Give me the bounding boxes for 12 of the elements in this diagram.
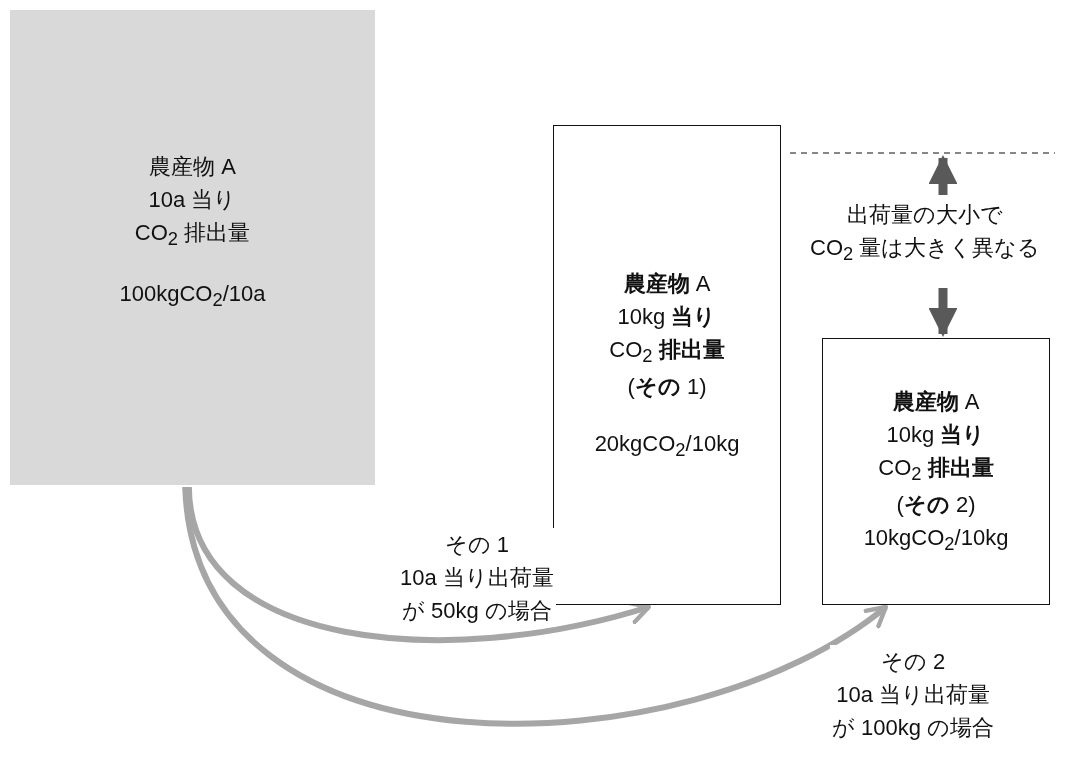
curved-arrow bbox=[182, 486, 889, 727]
process-box bbox=[822, 338, 1050, 605]
value-text: 100kgCO$_{2}$/10a bbox=[119, 279, 266, 313]
curved-arrow bbox=[185, 486, 651, 644]
edge-label: その 1 10a 当り出荷量が 50kg の場合 bbox=[398, 528, 556, 627]
process-box bbox=[10, 10, 375, 485]
node-title: 農産物 A 10kg 当り CO$_{2}$ 排出量 (その 1) bbox=[609, 269, 725, 401]
value-text: 20kgCO$_{2}$/10kg bbox=[594, 429, 740, 462]
process-box bbox=[553, 125, 781, 605]
node-title: 農産物 A 10a 当り CO$_{2}$ 排出量 bbox=[134, 153, 251, 252]
node-title: 農産物 A 10kg 当り CO$_{2}$ 排出量 (その 2) bbox=[878, 388, 994, 519]
value-text: 10kgCO$_{2}$/10kg bbox=[863, 524, 1009, 557]
